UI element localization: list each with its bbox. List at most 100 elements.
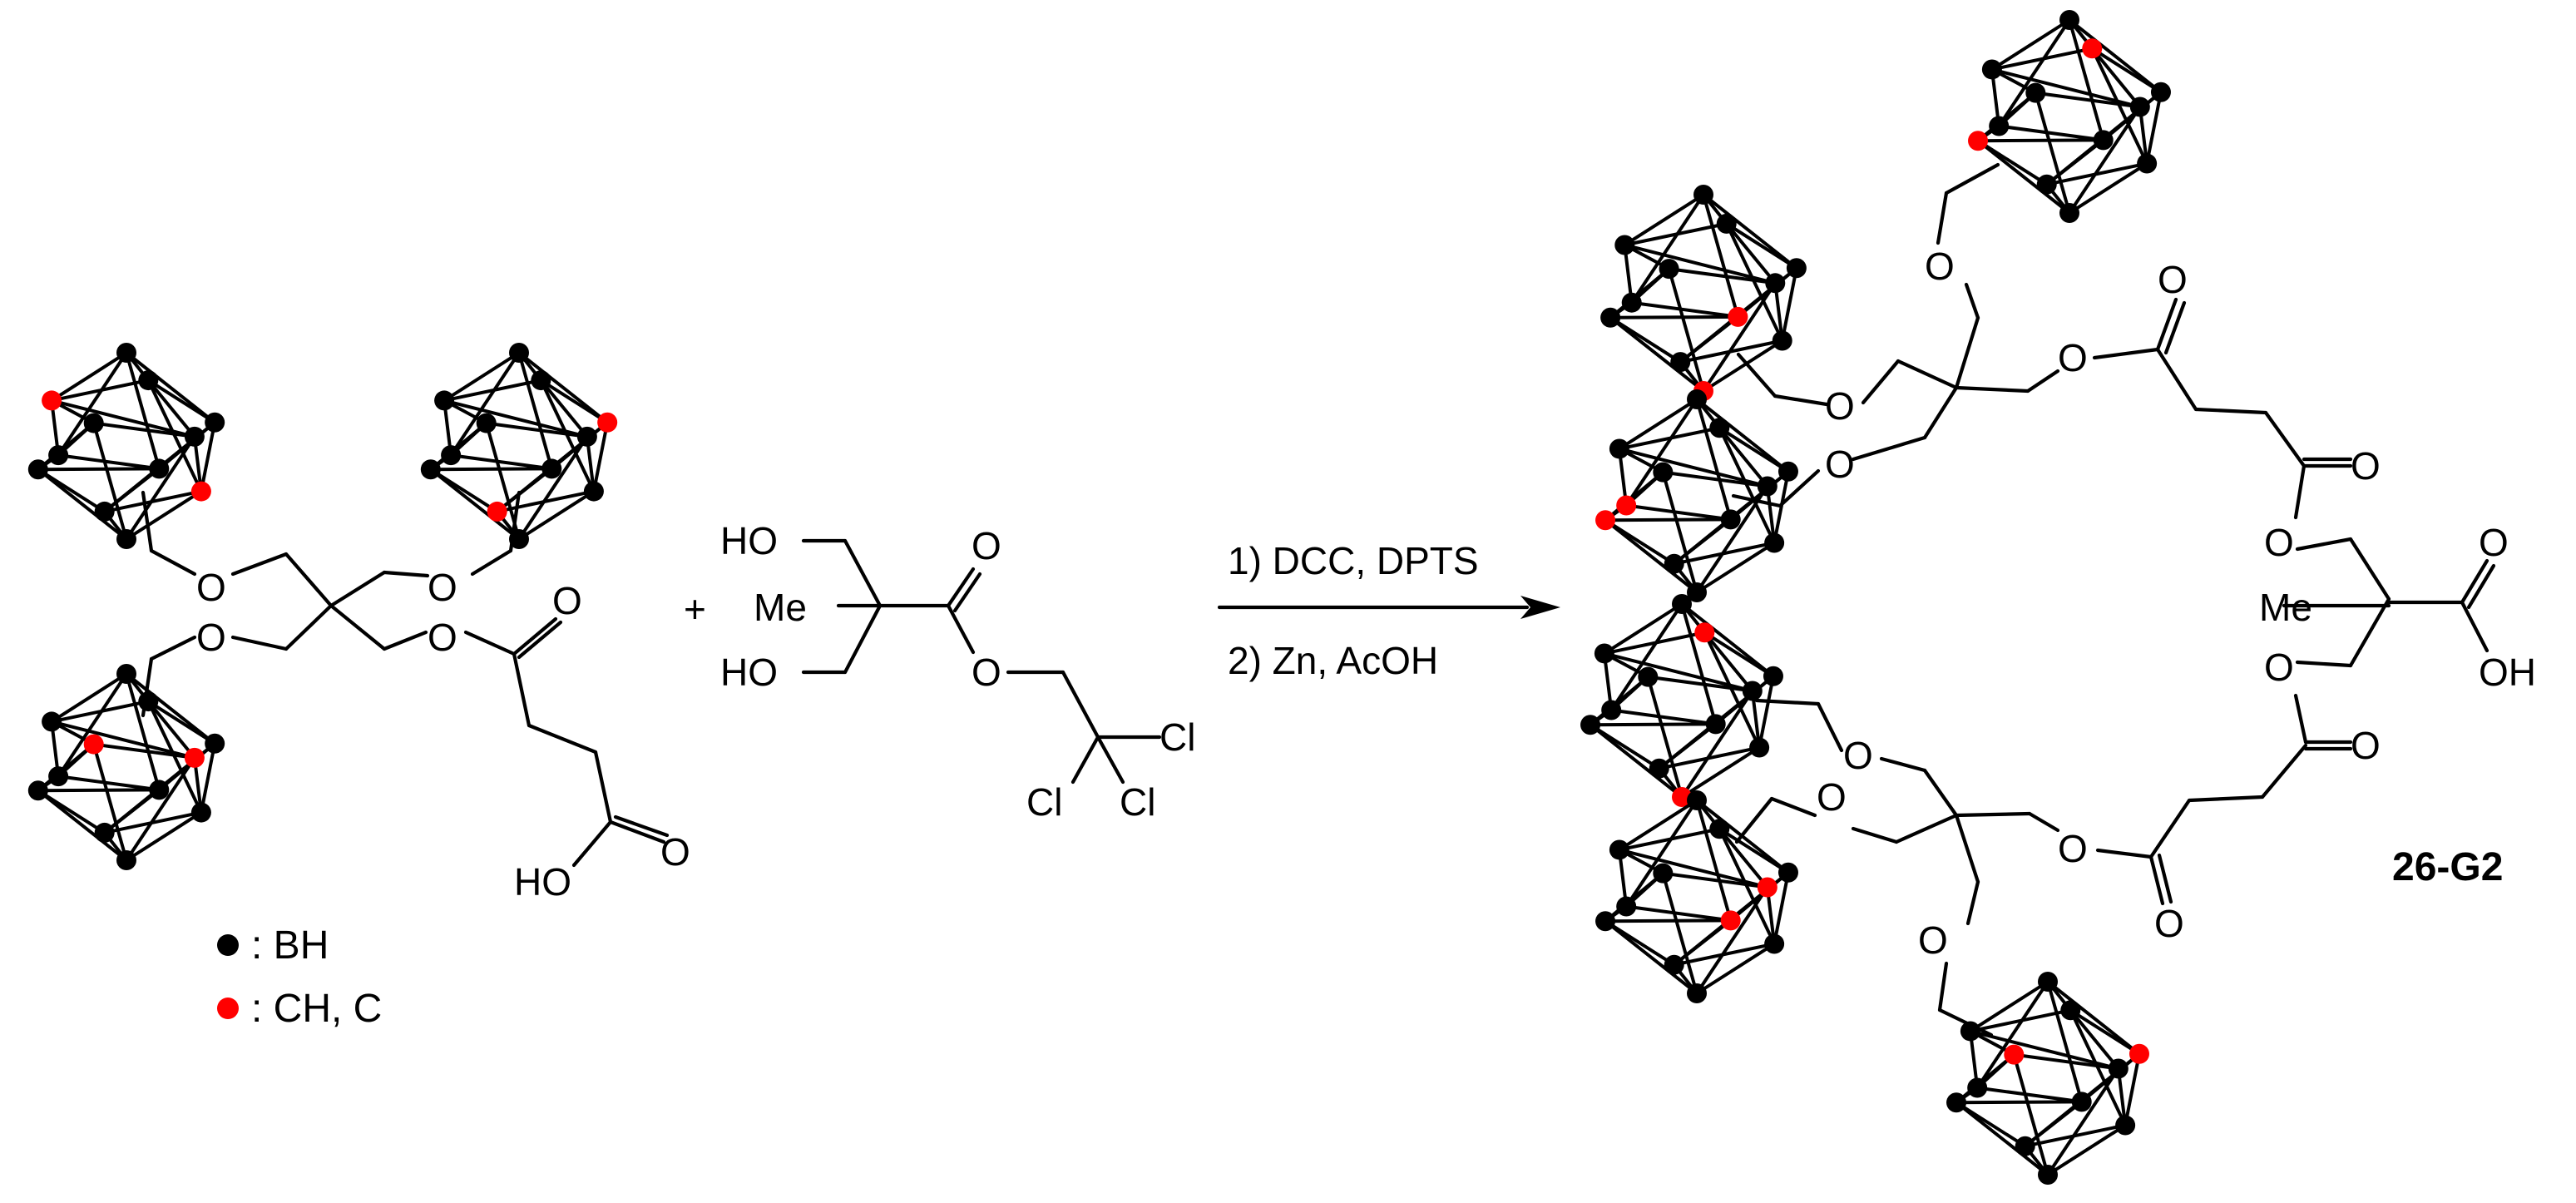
cage-edge bbox=[539, 379, 589, 438]
cage-edge bbox=[1617, 398, 1698, 451]
carborane-cage-icon bbox=[1595, 389, 1798, 602]
boron-vertex-icon bbox=[2036, 174, 2057, 195]
boron-vertex-icon bbox=[1621, 292, 1642, 313]
cage-edge bbox=[1661, 470, 1769, 488]
boron-vertex-icon bbox=[42, 711, 62, 732]
boron-vertex-icon bbox=[149, 780, 170, 800]
cage-edge bbox=[1955, 1052, 2016, 1105]
boron-vertex-icon bbox=[2038, 972, 2058, 992]
boron-vertex-icon bbox=[1772, 330, 1792, 351]
label-o: O bbox=[2058, 336, 2088, 379]
boron-vertex-icon bbox=[116, 343, 136, 363]
cage-edge bbox=[1661, 871, 1698, 995]
cage-edge bbox=[125, 434, 196, 541]
cage-edge bbox=[57, 453, 161, 471]
cage-edge bbox=[102, 467, 161, 513]
boron-vertex-icon bbox=[1786, 258, 1807, 279]
cage-edge bbox=[1602, 651, 1754, 693]
label-o: O bbox=[428, 566, 457, 609]
legend-carbon-label: : CH, C bbox=[251, 987, 382, 1031]
cage-edge bbox=[125, 672, 161, 792]
cage-edge bbox=[2046, 980, 2141, 1056]
carbon-vertex-icon bbox=[1728, 306, 1748, 327]
boron-vertex-icon bbox=[1653, 462, 1674, 483]
cage-edge bbox=[57, 672, 128, 779]
cage-edge bbox=[199, 741, 217, 814]
cage-edge bbox=[2034, 91, 2142, 109]
boron-vertex-icon bbox=[1601, 700, 1622, 720]
boron-vertex-icon bbox=[1649, 758, 1669, 779]
boron-vertex-icon bbox=[2059, 203, 2079, 223]
boron-vertex-icon bbox=[2071, 1092, 2092, 1112]
cage-edge bbox=[1672, 541, 1777, 566]
boron-vertex-icon bbox=[1672, 594, 1692, 614]
cage-edge bbox=[1695, 541, 1777, 594]
label-o: O bbox=[2351, 444, 2381, 488]
boron-vertex-icon bbox=[2150, 82, 2171, 102]
label-ho: HO bbox=[514, 860, 571, 903]
cage-edge bbox=[1629, 300, 1740, 319]
carbon-vertex-icon bbox=[42, 390, 62, 411]
cage-edge bbox=[1617, 426, 1722, 451]
label-o: O bbox=[2351, 724, 2381, 767]
carborane-cage-icon bbox=[1968, 10, 2171, 223]
boron-vertex-icon bbox=[1653, 863, 1674, 884]
cage-edge bbox=[1609, 708, 1718, 726]
cage-edge bbox=[517, 351, 610, 424]
cage-edge bbox=[2044, 138, 2105, 186]
boron-vertex-icon bbox=[1609, 839, 1629, 860]
cage-edge bbox=[2068, 18, 2163, 94]
cage-edge bbox=[102, 489, 203, 513]
boron-vertex-icon bbox=[1777, 461, 1798, 482]
boron-vertex-icon bbox=[2015, 1136, 2035, 1156]
label-o: O bbox=[1817, 775, 1847, 819]
cage-edge bbox=[1702, 193, 1740, 319]
cage-edge bbox=[1623, 243, 1777, 285]
boron-vertex-icon bbox=[420, 459, 441, 480]
cage-edge bbox=[1695, 885, 1769, 995]
cage-edge bbox=[1773, 469, 1790, 545]
cage-edge bbox=[1617, 827, 1722, 852]
cage-edge bbox=[146, 700, 196, 760]
cage-edge bbox=[2124, 1052, 2141, 1127]
cage-edge bbox=[50, 379, 151, 403]
label-o: O bbox=[972, 524, 1001, 567]
cage-edge bbox=[2069, 1008, 2120, 1071]
label-o: O bbox=[552, 579, 582, 622]
cage-edge bbox=[91, 421, 196, 438]
label-cl: Cl bbox=[1026, 780, 1062, 824]
cage-edge bbox=[1623, 221, 1728, 247]
boron-vertex-icon bbox=[583, 481, 604, 502]
boron-vertex-icon bbox=[1664, 954, 1684, 975]
boron-vertex-icon bbox=[190, 802, 211, 823]
cage-edge bbox=[1667, 267, 1705, 393]
cage-edge bbox=[1718, 426, 1777, 545]
cage-edge bbox=[1718, 827, 1769, 889]
boron-vertex-icon bbox=[1638, 666, 1659, 687]
cage-edge bbox=[36, 742, 96, 793]
cage-edge bbox=[484, 421, 589, 438]
cage-edge bbox=[449, 453, 554, 471]
boron-vertex-icon bbox=[27, 459, 48, 480]
cage-edge bbox=[2046, 980, 2084, 1104]
boron-vertex-icon bbox=[2038, 1165, 2058, 1185]
boron-vertex-icon bbox=[2059, 10, 2079, 30]
cage-edge bbox=[36, 421, 96, 472]
cage-edge bbox=[1604, 517, 1733, 522]
cage-edge bbox=[1679, 339, 1784, 364]
cage-edge bbox=[1718, 827, 1777, 946]
cage-edge bbox=[146, 379, 196, 438]
cage-edge bbox=[1968, 980, 2049, 1033]
cage-edge bbox=[1997, 124, 2105, 142]
cage-edge bbox=[1703, 631, 1754, 693]
boron-vertex-icon bbox=[434, 390, 455, 411]
label-o: O bbox=[1918, 918, 1948, 962]
boron-vertex-icon bbox=[1609, 438, 1629, 459]
label-o: O bbox=[2479, 521, 2509, 564]
cage-edge bbox=[2034, 91, 2071, 215]
cage-edge bbox=[1780, 266, 1798, 343]
legend: : BH : CH, C bbox=[217, 923, 382, 1031]
cage-edge bbox=[1589, 675, 1650, 727]
label-o: O bbox=[1825, 384, 1855, 428]
carborane-cage-icon bbox=[1580, 594, 1783, 807]
